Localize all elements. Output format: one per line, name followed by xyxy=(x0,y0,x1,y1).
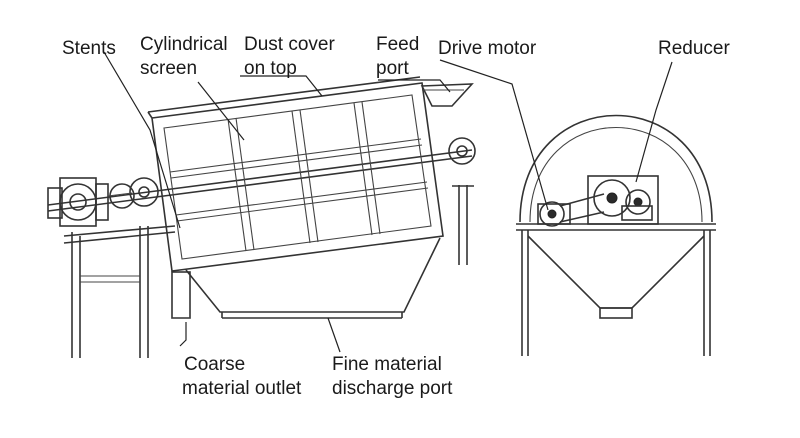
label-coarse-outlet-line1: Coarse xyxy=(184,354,245,375)
label-fine-discharge-line2: discharge port xyxy=(332,378,453,399)
right-support-frame xyxy=(452,185,474,265)
label-dust-cover-line2: on top xyxy=(244,58,297,79)
dust-cover xyxy=(147,76,421,119)
drive-motor xyxy=(537,193,605,227)
left-support-frame xyxy=(63,225,176,358)
right-bearing xyxy=(448,137,476,165)
label-fine-discharge-line1: Fine material xyxy=(332,354,442,375)
end-view xyxy=(516,114,716,356)
label-cylindrical-screen-line1: Cylindrical xyxy=(140,34,228,55)
label-coarse-outlet-line2: material outlet xyxy=(182,378,302,399)
label-cylindrical-screen-line2: screen xyxy=(140,58,197,79)
feed-port xyxy=(420,83,474,107)
cylindrical-screen-drum xyxy=(151,82,444,272)
leader-lines xyxy=(103,51,673,353)
fine-discharge-hopper xyxy=(185,237,441,319)
coarse-outlet xyxy=(171,271,191,319)
label-feed-port-line1: Feed xyxy=(376,34,419,55)
label-drive-motor: Drive motor xyxy=(438,38,537,59)
side-view xyxy=(47,76,476,358)
label-reducer: Reducer xyxy=(658,38,730,59)
label-feed-port-line2: port xyxy=(376,58,409,79)
reducer xyxy=(587,175,659,225)
main-shaft xyxy=(47,149,473,212)
label-stents: Stents xyxy=(62,38,116,59)
labels: Stents Cylindrical screen Dust cover on … xyxy=(62,34,730,399)
label-dust-cover-line1: Dust cover xyxy=(244,34,335,55)
left-gear-assembly xyxy=(47,177,159,227)
